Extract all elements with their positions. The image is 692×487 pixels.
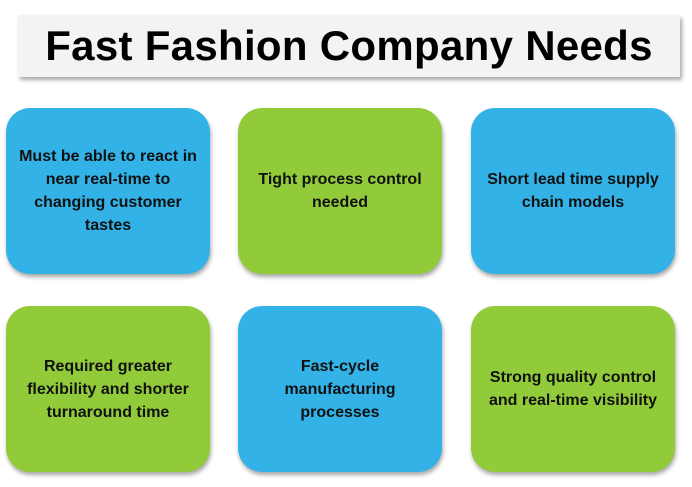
need-card-text: Fast-cycle manufacturing processes: [284, 357, 396, 421]
title-banner: Fast Fashion Company Needs: [18, 15, 680, 77]
need-card-text: Must be able to react in near real-time …: [19, 148, 197, 234]
need-card-process-control: Tight process control needed: [238, 108, 442, 274]
need-card-text: Short lead time supply chain models: [487, 171, 659, 211]
need-card-quality-control: Strong quality control and real-time vis…: [471, 306, 675, 472]
need-card-react-real-time: Must be able to react in near real-time …: [6, 108, 210, 274]
page-title: Fast Fashion Company Needs: [45, 22, 653, 69]
need-card-short-lead-time: Short lead time supply chain models: [471, 108, 675, 274]
need-card-text: Required greater flexibility and shorter…: [27, 357, 189, 421]
need-card-fast-cycle-manufacturing: Fast-cycle manufacturing processes: [238, 306, 442, 472]
need-card-text: Strong quality control and real-time vis…: [488, 369, 658, 409]
need-card-text: Tight process control needed: [258, 171, 422, 211]
need-card-flexibility: Required greater flexibility and shorter…: [6, 306, 210, 472]
